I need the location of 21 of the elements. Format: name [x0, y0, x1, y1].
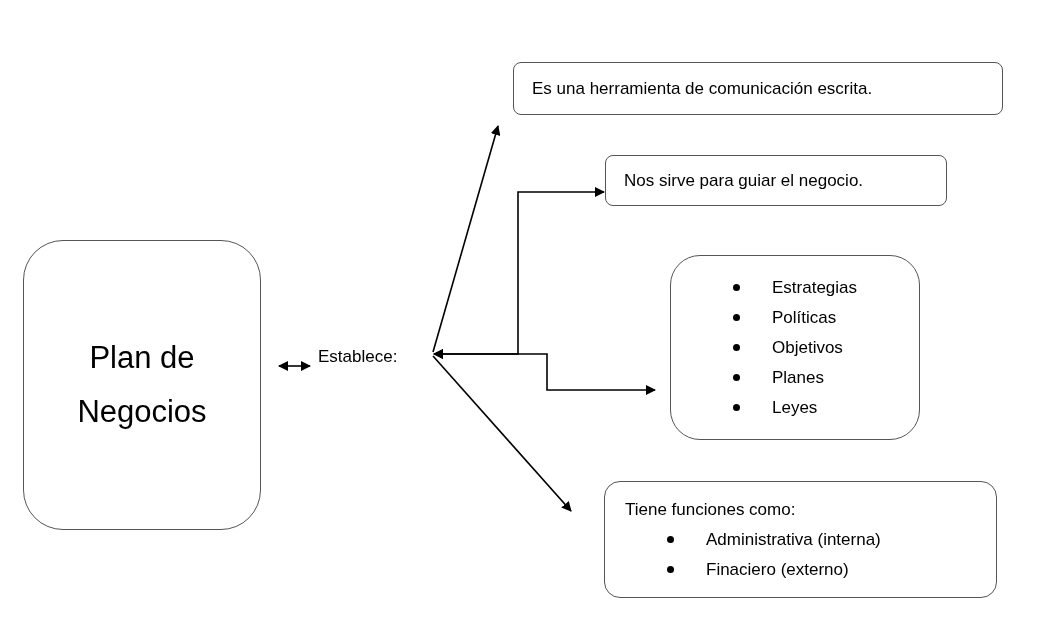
rounded-box [513, 62, 1003, 115]
box-text: Plan de Negocios [76, 339, 208, 431]
arrow [432, 355, 572, 512]
box-text: Establece: [318, 346, 398, 369]
list-item: Finaciero (externo) [706, 558, 849, 581]
box-text: Es una herramienta de comunicación escrita. [532, 77, 874, 100]
rounded-box [605, 155, 947, 206]
arrow [432, 125, 501, 353]
list-item: Políticas [772, 306, 837, 329]
box-heading: Tiene funciones como: [625, 498, 797, 521]
rounded-box [604, 481, 997, 598]
rounded-box [23, 240, 261, 530]
list-item: Leyes [772, 396, 818, 419]
arrow [278, 361, 311, 371]
list-item: Planes [772, 366, 824, 389]
arrow [433, 349, 656, 395]
list-item: Administrativa (interna) [706, 528, 881, 551]
list-item: Objetivos [772, 336, 843, 359]
rounded-box [670, 255, 920, 440]
box-text: Nos sirve para guiar el negocio. [624, 169, 865, 192]
list-item: Estrategias [772, 276, 858, 299]
